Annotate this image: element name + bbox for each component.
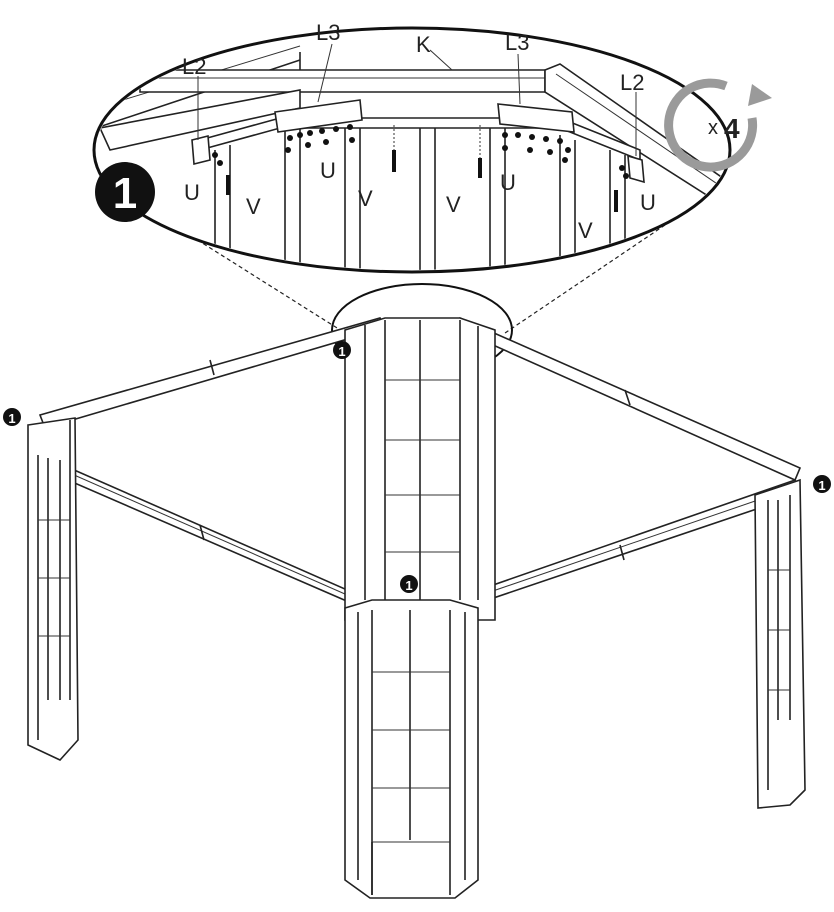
label-u-mid-left: U — [320, 158, 336, 183]
svg-text:1: 1 — [405, 578, 412, 593]
bolts-u-left — [212, 124, 355, 166]
step-number: 1 — [113, 169, 137, 218]
label-leaders — [197, 43, 637, 156]
screws-v — [226, 125, 618, 212]
label-u-left: U — [184, 180, 200, 205]
rotate-arrow-icon — [664, 78, 758, 172]
column-back — [344, 317, 496, 621]
detail-callout: L3 K L3 L2 L2 U U U U V V V V — [92, 20, 732, 274]
bracket-l2-left — [191, 134, 211, 166]
label-l2-right: L2 — [620, 70, 644, 95]
repeat-count: 4 — [724, 113, 740, 144]
label-v-right: V — [578, 218, 593, 243]
bracket-l2-right — [627, 154, 645, 184]
column-front — [344, 599, 479, 899]
label-k: K — [416, 32, 431, 57]
column-right — [754, 478, 806, 809]
repeat-prefix: x — [708, 117, 718, 139]
repeat-indicator: x 4 — [664, 78, 772, 172]
label-v-left: V — [246, 194, 261, 219]
label-v-mid-left: V — [358, 186, 373, 211]
label-v-mid-right: V — [446, 192, 461, 217]
gazebo-frame: 1 1 1 1 — [3, 283, 831, 899]
corner-marker-left: 1 — [3, 408, 21, 426]
label-u-mid-right: U — [500, 170, 516, 195]
label-l3-left: L3 — [316, 20, 340, 45]
label-l3-right: L3 — [505, 30, 529, 55]
corner-marker-front: 1 — [400, 575, 418, 593]
bracket-l3-left — [274, 99, 363, 133]
bolts-u-right — [502, 132, 629, 179]
svg-text:1: 1 — [338, 344, 345, 359]
corner-marker-back: 1 — [333, 341, 351, 359]
corner-marker-right: 1 — [813, 475, 831, 493]
column-left — [27, 417, 79, 761]
svg-text:1: 1 — [818, 478, 825, 493]
step-badge: 1 — [95, 162, 155, 222]
label-u-right: U — [640, 190, 656, 215]
bracket-l3-right — [497, 103, 575, 133]
svg-text:1: 1 — [8, 411, 15, 426]
label-l2-left: L2 — [182, 54, 206, 79]
